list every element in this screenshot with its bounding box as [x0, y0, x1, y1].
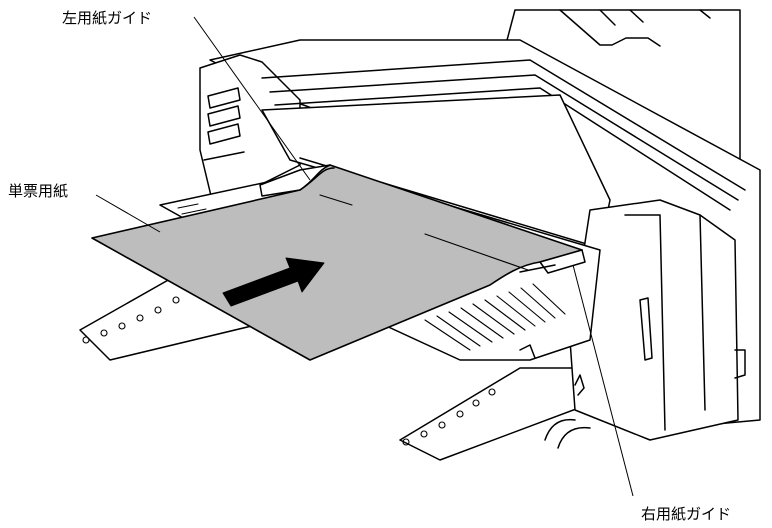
- printer-body: [199, 39, 761, 441]
- leader-left-guide: [193, 16, 311, 181]
- label-single-sheet-paper: 単票用紙: [8, 182, 69, 200]
- callout-leaders: [95, 16, 634, 497]
- insertion-direction-arrow: [222, 257, 325, 307]
- leader-single-sheet: [95, 194, 161, 233]
- label-right-paper-guide: 右用紙ガイド: [641, 505, 732, 523]
- leader-right-guide: [572, 264, 634, 497]
- right-paper-guide: [519, 249, 586, 274]
- label-left-paper-guide: 左用紙ガイド: [62, 9, 153, 27]
